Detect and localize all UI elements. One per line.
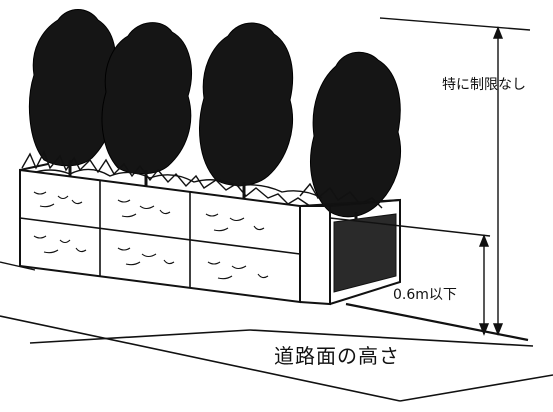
tree-1 (28, 9, 116, 167)
ground-line (0, 261, 36, 271)
upper-dimension (379, 17, 531, 336)
tree-3 (199, 22, 294, 186)
road-level-label: 道路面の高さ (274, 344, 400, 368)
planter-texture (33, 191, 269, 280)
road-surface (0, 315, 553, 402)
road-level-line (345, 302, 529, 342)
planter-block-seams (19, 180, 301, 288)
planter-side (19, 163, 401, 306)
undergrowth (21, 150, 383, 209)
planter-soil (333, 213, 397, 293)
tree-4 (310, 51, 402, 218)
tree-row (28, 9, 402, 218)
tree-2 (101, 22, 192, 175)
no-limit-label: 特に制限なし (442, 77, 526, 93)
height-limit-label: 0.6m以下 (393, 287, 457, 303)
lower-dimension (329, 217, 491, 336)
